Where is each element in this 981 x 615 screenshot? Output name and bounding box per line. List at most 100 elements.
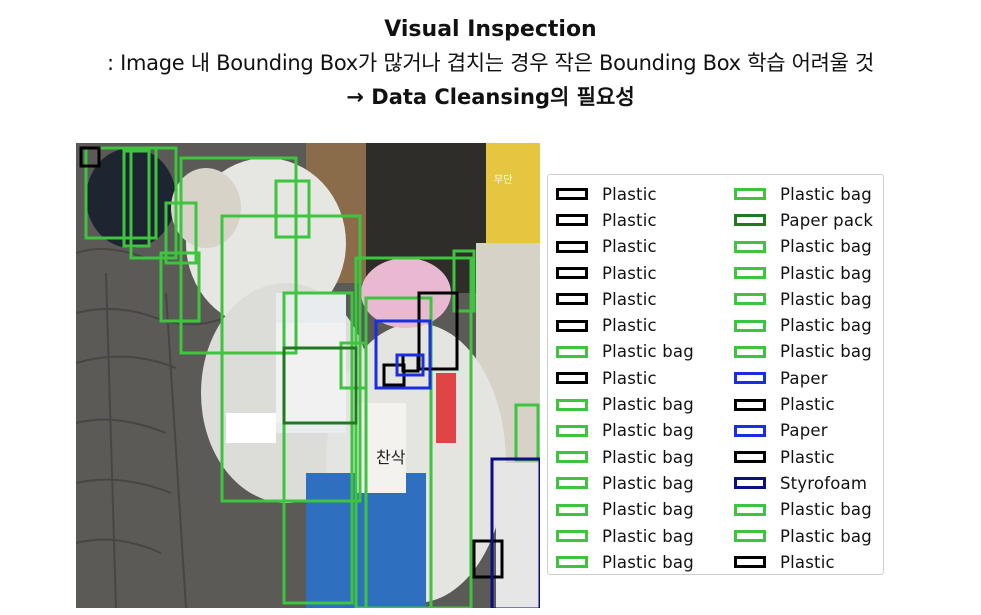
legend-swatch-icon (556, 267, 588, 280)
legend-label: Plastic bag (780, 316, 872, 336)
header: Visual Inspection : Image 내 Bounding Box… (0, 14, 981, 114)
page-title: Visual Inspection (384, 17, 597, 42)
legend-item: Plastic (556, 312, 694, 338)
bbox-plastic (417, 291, 459, 371)
legend-swatch-icon (734, 319, 766, 332)
legend-item: Styrofoam (734, 470, 873, 496)
legend-item: Plastic (556, 286, 694, 312)
legend-item: Plastic bag (556, 549, 694, 575)
legend-swatch-icon (734, 398, 766, 411)
legend-item: Plastic bag (734, 497, 873, 523)
legend-swatch-icon (734, 424, 766, 437)
legend-item: Plastic (734, 549, 873, 575)
legend-swatch-icon (734, 345, 766, 358)
bbox-plastic-bag (339, 341, 368, 390)
bbox-paper-pack (282, 346, 358, 425)
legend-item: Plastic bag (734, 181, 873, 207)
legend-item: Plastic (734, 444, 873, 470)
legend-swatch-icon (556, 503, 588, 516)
legend-swatch-icon (734, 530, 766, 542)
bbox-paper (395, 353, 425, 377)
page-conclusion: → Data Cleansing의 필요성 (346, 85, 635, 109)
legend-swatch-icon (734, 477, 766, 490)
legend-swatch-icon (556, 214, 588, 227)
legend-swatch-icon (556, 240, 588, 253)
legend-label: Plastic (780, 395, 835, 415)
bbox-plastic-bag (364, 296, 433, 608)
legend-swatch-icon (556, 556, 588, 569)
page-subtitle: : Image 내 Bounding Box가 많거나 겹치는 경우 작은 Bo… (106, 51, 875, 75)
legend-label: Paper (780, 368, 828, 388)
bounding-boxes (79, 146, 540, 608)
legend-swatch-icon (734, 372, 766, 385)
legend-swatch-icon (556, 188, 588, 201)
legend-swatch-icon (734, 214, 766, 227)
legend-label: Plastic bag (602, 473, 694, 493)
legend-swatch-icon (734, 556, 766, 569)
legend-label: Plastic bag (780, 500, 872, 520)
legend-swatch-icon (556, 319, 588, 332)
bag-text: 찬삭 (376, 448, 406, 467)
legend-label: Plastic bag (780, 289, 872, 309)
legend-item: Plastic bag (556, 444, 694, 470)
legend-item: Plastic bag (556, 339, 694, 365)
legend-item: Paper (734, 418, 873, 444)
legend-item: Plastic (734, 391, 873, 417)
bbox-plastic-bag (84, 146, 158, 240)
bbox-plastic-bag (220, 214, 362, 503)
legend-label: Paper (780, 421, 828, 441)
legend-label: Plastic bag (602, 526, 694, 546)
legend-label: Plastic bag (780, 237, 872, 257)
legend-item: Plastic (556, 234, 694, 260)
legend-label: Plastic (780, 447, 835, 467)
legend-swatch-icon (734, 267, 766, 280)
trash-photo-with-bounding-boxes: 무단 찬삭 (76, 143, 540, 608)
legend-label: Plastic (602, 289, 657, 309)
bbox-plastic-bag (452, 249, 476, 313)
legend-label: Plastic bag (602, 552, 694, 572)
legend-label: Plastic (602, 368, 657, 388)
legend-item: Plastic (556, 181, 694, 207)
legend-swatch-icon (556, 398, 588, 411)
legend-item: Plastic (556, 207, 694, 233)
legend-label: Plastic (780, 552, 835, 572)
legend-item: Plastic bag (556, 418, 694, 444)
legend-label: Plastic bag (602, 447, 694, 467)
legend-swatch-icon (734, 240, 766, 253)
legend-item: Plastic bag (734, 523, 873, 549)
legend-swatch-icon (556, 345, 588, 358)
legend-swatch-icon (556, 424, 588, 437)
legend-label: Plastic bag (780, 342, 872, 362)
legend-label: Paper pack (780, 210, 874, 230)
legend-item: Plastic (556, 365, 694, 391)
legend-item: Plastic bag (556, 470, 694, 496)
legend-label: Plastic (602, 263, 657, 283)
legend-item: Paper pack (734, 207, 873, 233)
legend-swatch-icon (556, 451, 588, 464)
bbox-plastic-bag (122, 149, 151, 248)
bbox-plastic-bag (282, 291, 354, 605)
bbox-plastic-bag (274, 179, 311, 239)
legend-label: Plastic (602, 184, 657, 204)
legend-item: Plastic bag (734, 339, 873, 365)
legend-item: Plastic bag (734, 260, 873, 286)
legend-label: Styrofoam (780, 473, 868, 493)
legend-swatch-icon (734, 188, 766, 201)
bbox-styrofoam (490, 457, 540, 608)
legend-swatch-icon (734, 451, 766, 464)
bbox-plastic-bag (179, 156, 298, 355)
legend-item: Plastic (556, 260, 694, 286)
legend-swatch-icon (556, 293, 588, 306)
legend-label: Plastic (602, 237, 657, 257)
bbox-paper (374, 319, 432, 390)
legend-label: Plastic bag (780, 184, 872, 204)
legend-label: Plastic bag (780, 263, 872, 283)
legend-swatch-icon (556, 477, 588, 490)
legend-item: Plastic bag (556, 523, 694, 549)
legend-swatch-icon (556, 530, 588, 542)
legend-label: Plastic bag (602, 500, 694, 520)
legend-item: Plastic bag (734, 286, 873, 312)
